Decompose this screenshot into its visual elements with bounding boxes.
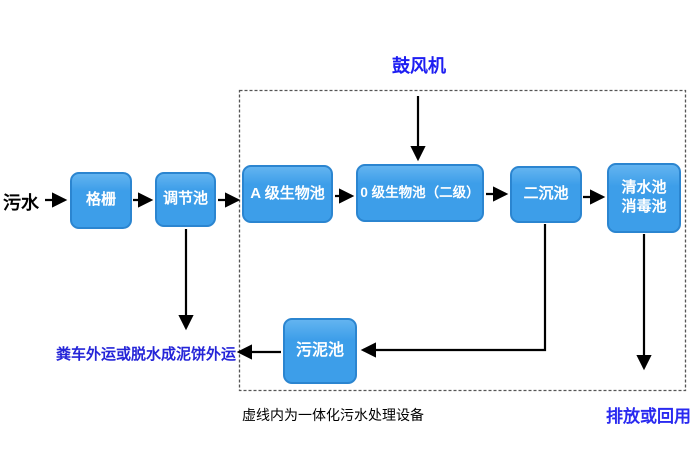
node-regulating-tank: 调节池 (155, 172, 216, 227)
effluent-label: 排放或回用 (606, 407, 691, 426)
node-o-bio-tank: 0 级生物池（二级） (356, 164, 484, 222)
arrow-clarifier-to-sludge (360, 224, 547, 358)
node-secondary-clarifier: 二沉池 (510, 166, 582, 223)
node-sludge-tank: 污泥池 (283, 318, 357, 384)
influent-label: 污水 (3, 193, 39, 213)
sludge-disposal-label: 粪车外运或脱水成泥饼外运 (56, 346, 237, 363)
node-clear-water-disinfection-tank: 清水池 消毒池 (607, 163, 681, 233)
blower-label: 鼓风机 (392, 56, 446, 76)
equipment-boundary-dashed-box (238, 89, 687, 392)
clear-water-tank-label: 清水池 (621, 179, 667, 197)
node-grid: 格栅 (70, 172, 132, 229)
disinfection-tank-label: 消毒池 (621, 198, 667, 215)
node-a-bio-tank: A 级生物池 (242, 165, 333, 223)
boundary-caption-label: 虚线内为一体化污水处理设备 (242, 407, 424, 423)
